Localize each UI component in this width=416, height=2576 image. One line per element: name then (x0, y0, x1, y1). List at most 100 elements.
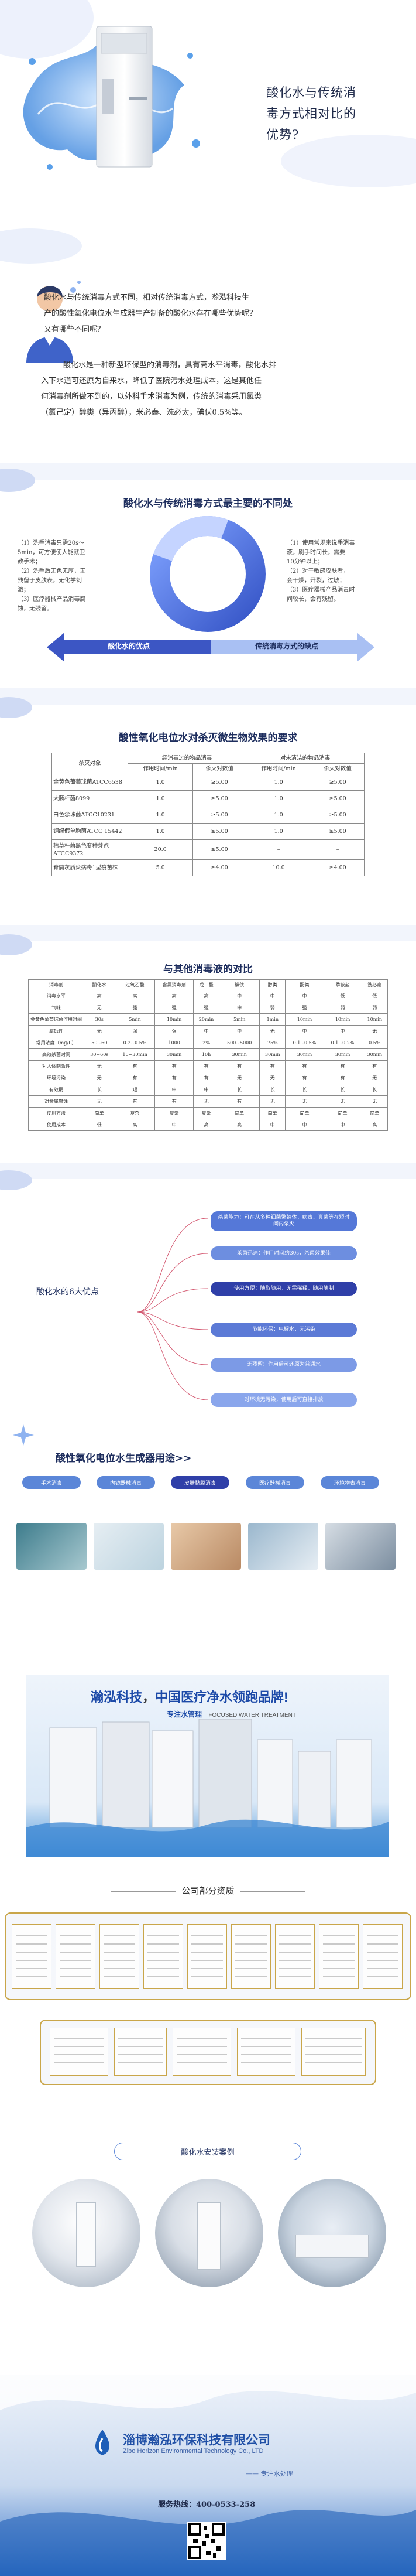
usage-photo (248, 1523, 318, 1570)
table-cell: ≥5.00 (311, 807, 365, 824)
qr-code (187, 2522, 226, 2560)
intro-question: 酸化水与传统消毒方式不同，相对传统消毒方式，瀚泓科技生 产的酸性氧化电位水生成器… (44, 290, 407, 337)
table-cell: 金黄色葡萄球菌ATCC6538 (51, 774, 128, 791)
certificate-image (114, 2028, 167, 2076)
table-cell: 无 (259, 1072, 286, 1084)
table-header-cell: 含氯消毒剂 (154, 979, 194, 990)
table-cell: 短 (114, 1084, 156, 1096)
usage-photo (171, 1523, 241, 1570)
usage-photo (94, 1523, 164, 1570)
table-header-cell: 作用时间/min (245, 763, 312, 774)
intro-line: （氯己定）醇类（异丙醇），米必泰、洗必太，碘伏0.5%等。 (41, 408, 247, 417)
table-cell: 50~60 (84, 1037, 115, 1049)
table-cell: 高 (154, 990, 194, 1002)
advantage-pill: 对环境无污染，使用后可直接排放 (211, 1393, 357, 1407)
table-cell: ≥5.00 (192, 774, 246, 791)
table-cell: 使用方法 (28, 1107, 84, 1119)
table-cell: 500~5000 (219, 1037, 260, 1049)
table-cell: 强 (285, 1002, 324, 1014)
banner-sub2: FOCUSED WATER TREATMENT (208, 1712, 296, 1719)
advantage-pill: 杀菌能力：可在从多种细菌繁殖体，病毒、真菌等在短时间内杀灭 (211, 1211, 357, 1231)
intro-line: 酸化水与传统消毒方式不同，相对传统消毒方式，瀚泓科技生 (44, 293, 250, 302)
footer-motto: —— 专注水处理 (246, 2470, 293, 2478)
certificate-image (173, 2028, 231, 2076)
table-cell: 无 (361, 1072, 389, 1084)
table-cell: 弱 (361, 1002, 389, 1014)
table-cell: 长 (84, 1084, 115, 1096)
usage-tag: 环境物表消毒 (321, 1476, 379, 1489)
table-cell: 1.0 (245, 823, 312, 840)
table-cell: 有 (323, 1060, 362, 1072)
table-cell: 有 (259, 1060, 286, 1072)
case-photo (155, 2179, 263, 2287)
table-cell: 有 (192, 1060, 220, 1072)
table-cell: 中 (192, 1084, 220, 1096)
case-photo (32, 2179, 140, 2287)
advantage-line: （3）医疗器械产品消毒腐 (18, 596, 86, 603)
table-cell: 无 (361, 1025, 389, 1037)
advantage-line: （2）洗手后无色无厚，无 (18, 568, 86, 575)
section-band (0, 463, 416, 480)
advantage-pill: 使用方便：随取随用，无需稀释，随用随制 (211, 1282, 357, 1296)
table-cell: 10min (361, 1013, 389, 1026)
table-row: 有效期长短中中长长长长长 (28, 1084, 389, 1096)
certificate-image (187, 1924, 227, 1989)
table-cell: 1.0 (127, 790, 194, 807)
table-cell: 有 (285, 1072, 324, 1084)
advantage-pill: 杀菌迅速：作用时间约30s，杀菌效果佳 (211, 1246, 357, 1260)
table-cell: 有 (114, 1095, 156, 1108)
table-cell: 长 (285, 1084, 324, 1096)
table-cell: 有 (154, 1072, 194, 1084)
kill-table: 杀灭对象 经消毒过的物品消毒 对未清洁的物品消毒 作用时间/min 杀灭对数值 … (51, 753, 365, 876)
cases-title: 酸化水安装案例 (114, 2143, 301, 2160)
right-arrow-label: 传统消毒方式的缺点 (255, 642, 318, 650)
table-cell: 弱 (259, 1002, 286, 1014)
table-row: 使用成本低高中高高中中中高 (28, 1119, 389, 1131)
table-header-cell: 杀灭对数值 (311, 763, 365, 774)
certificate-image (237, 2028, 295, 2076)
product-banner: 瀚泓科技，中国医疗净水领跑品牌! 专注水管理 FOCUSED WATER TRE… (26, 1675, 389, 1857)
arrow-bar (47, 633, 374, 662)
table-cell: 长 (361, 1084, 389, 1096)
disadvantage-line: （3）医疗器械产品消毒时 (287, 587, 355, 593)
table-header-cell: 对未清洁的物品消毒 (245, 753, 365, 764)
footer: 淄博瀚泓环保科技有限公司 Zibo Horizon Environmental … (0, 2375, 416, 2576)
table-cell: 中 (259, 990, 286, 1002)
water-splash-illustration (23, 26, 200, 170)
table-cell: 10~30min (114, 1048, 156, 1061)
certificate-image (99, 1924, 139, 1989)
table-row: 环境污染无有有有无无有有无 (28, 1072, 389, 1084)
table-cell: 高 (84, 990, 115, 1002)
table-cell: 对金属腐蚀 (28, 1095, 84, 1108)
table-cell: – (245, 839, 312, 860)
table-cell: 环境污染 (28, 1072, 84, 1084)
table-cell: 30min (285, 1048, 324, 1061)
table-cell: 气味 (28, 1002, 84, 1014)
table-cell: 消毒水平 (28, 990, 84, 1002)
table-cell: ≥5.00 (192, 839, 246, 860)
hero-title-line: 毒方式相对比的 (266, 107, 356, 121)
table-cell: ≥4.00 (311, 859, 365, 876)
advantage-line: 残留于皮肤表，无化学刺 (18, 578, 82, 584)
table-header-row: 杀灭对象 经消毒过的物品消毒 对未清洁的物品消毒 (51, 753, 365, 774)
table-cell: 1.0 (127, 774, 194, 791)
person-thinking-illustration (26, 281, 81, 363)
left-advantages: （1）洗手消毒只需20s～ 5min，可方便使人能就卫 教手术； （2）洗手后无… (18, 539, 135, 614)
advantages-label: 酸化水的6大优点 (36, 1287, 99, 1297)
certificate-image (301, 2028, 366, 2076)
table-cell: 强 (154, 1002, 194, 1014)
table-cell: 0.2~0.5% (114, 1037, 156, 1049)
table-cell: ≥5.00 (311, 823, 365, 840)
table-cell: 简单 (219, 1107, 260, 1119)
usage-tag: 皮肤黏膜消毒 (171, 1476, 229, 1489)
table-cell: 1min (259, 1013, 286, 1026)
disadvantage-line: （1）使用常规来说手消毒 (287, 540, 355, 546)
intro-line: 酸化水是一种新型环保型的消毒剂，具有高水平消毒，酸化水排 (63, 361, 277, 370)
right-disadvantages: （1）使用常规来说手消毒 液，刷手时间长，需要 10分钟以上； （2）对于敏感皮… (287, 539, 404, 604)
table-cell: 简单 (285, 1107, 324, 1119)
footer-company-cn: 淄博瀚泓环保科技有限公司 (123, 2434, 270, 2447)
hotline-label: 服务热线： (158, 2500, 197, 2509)
table-cell: 金黄色葡萄球菌作用时间 (28, 1013, 84, 1026)
